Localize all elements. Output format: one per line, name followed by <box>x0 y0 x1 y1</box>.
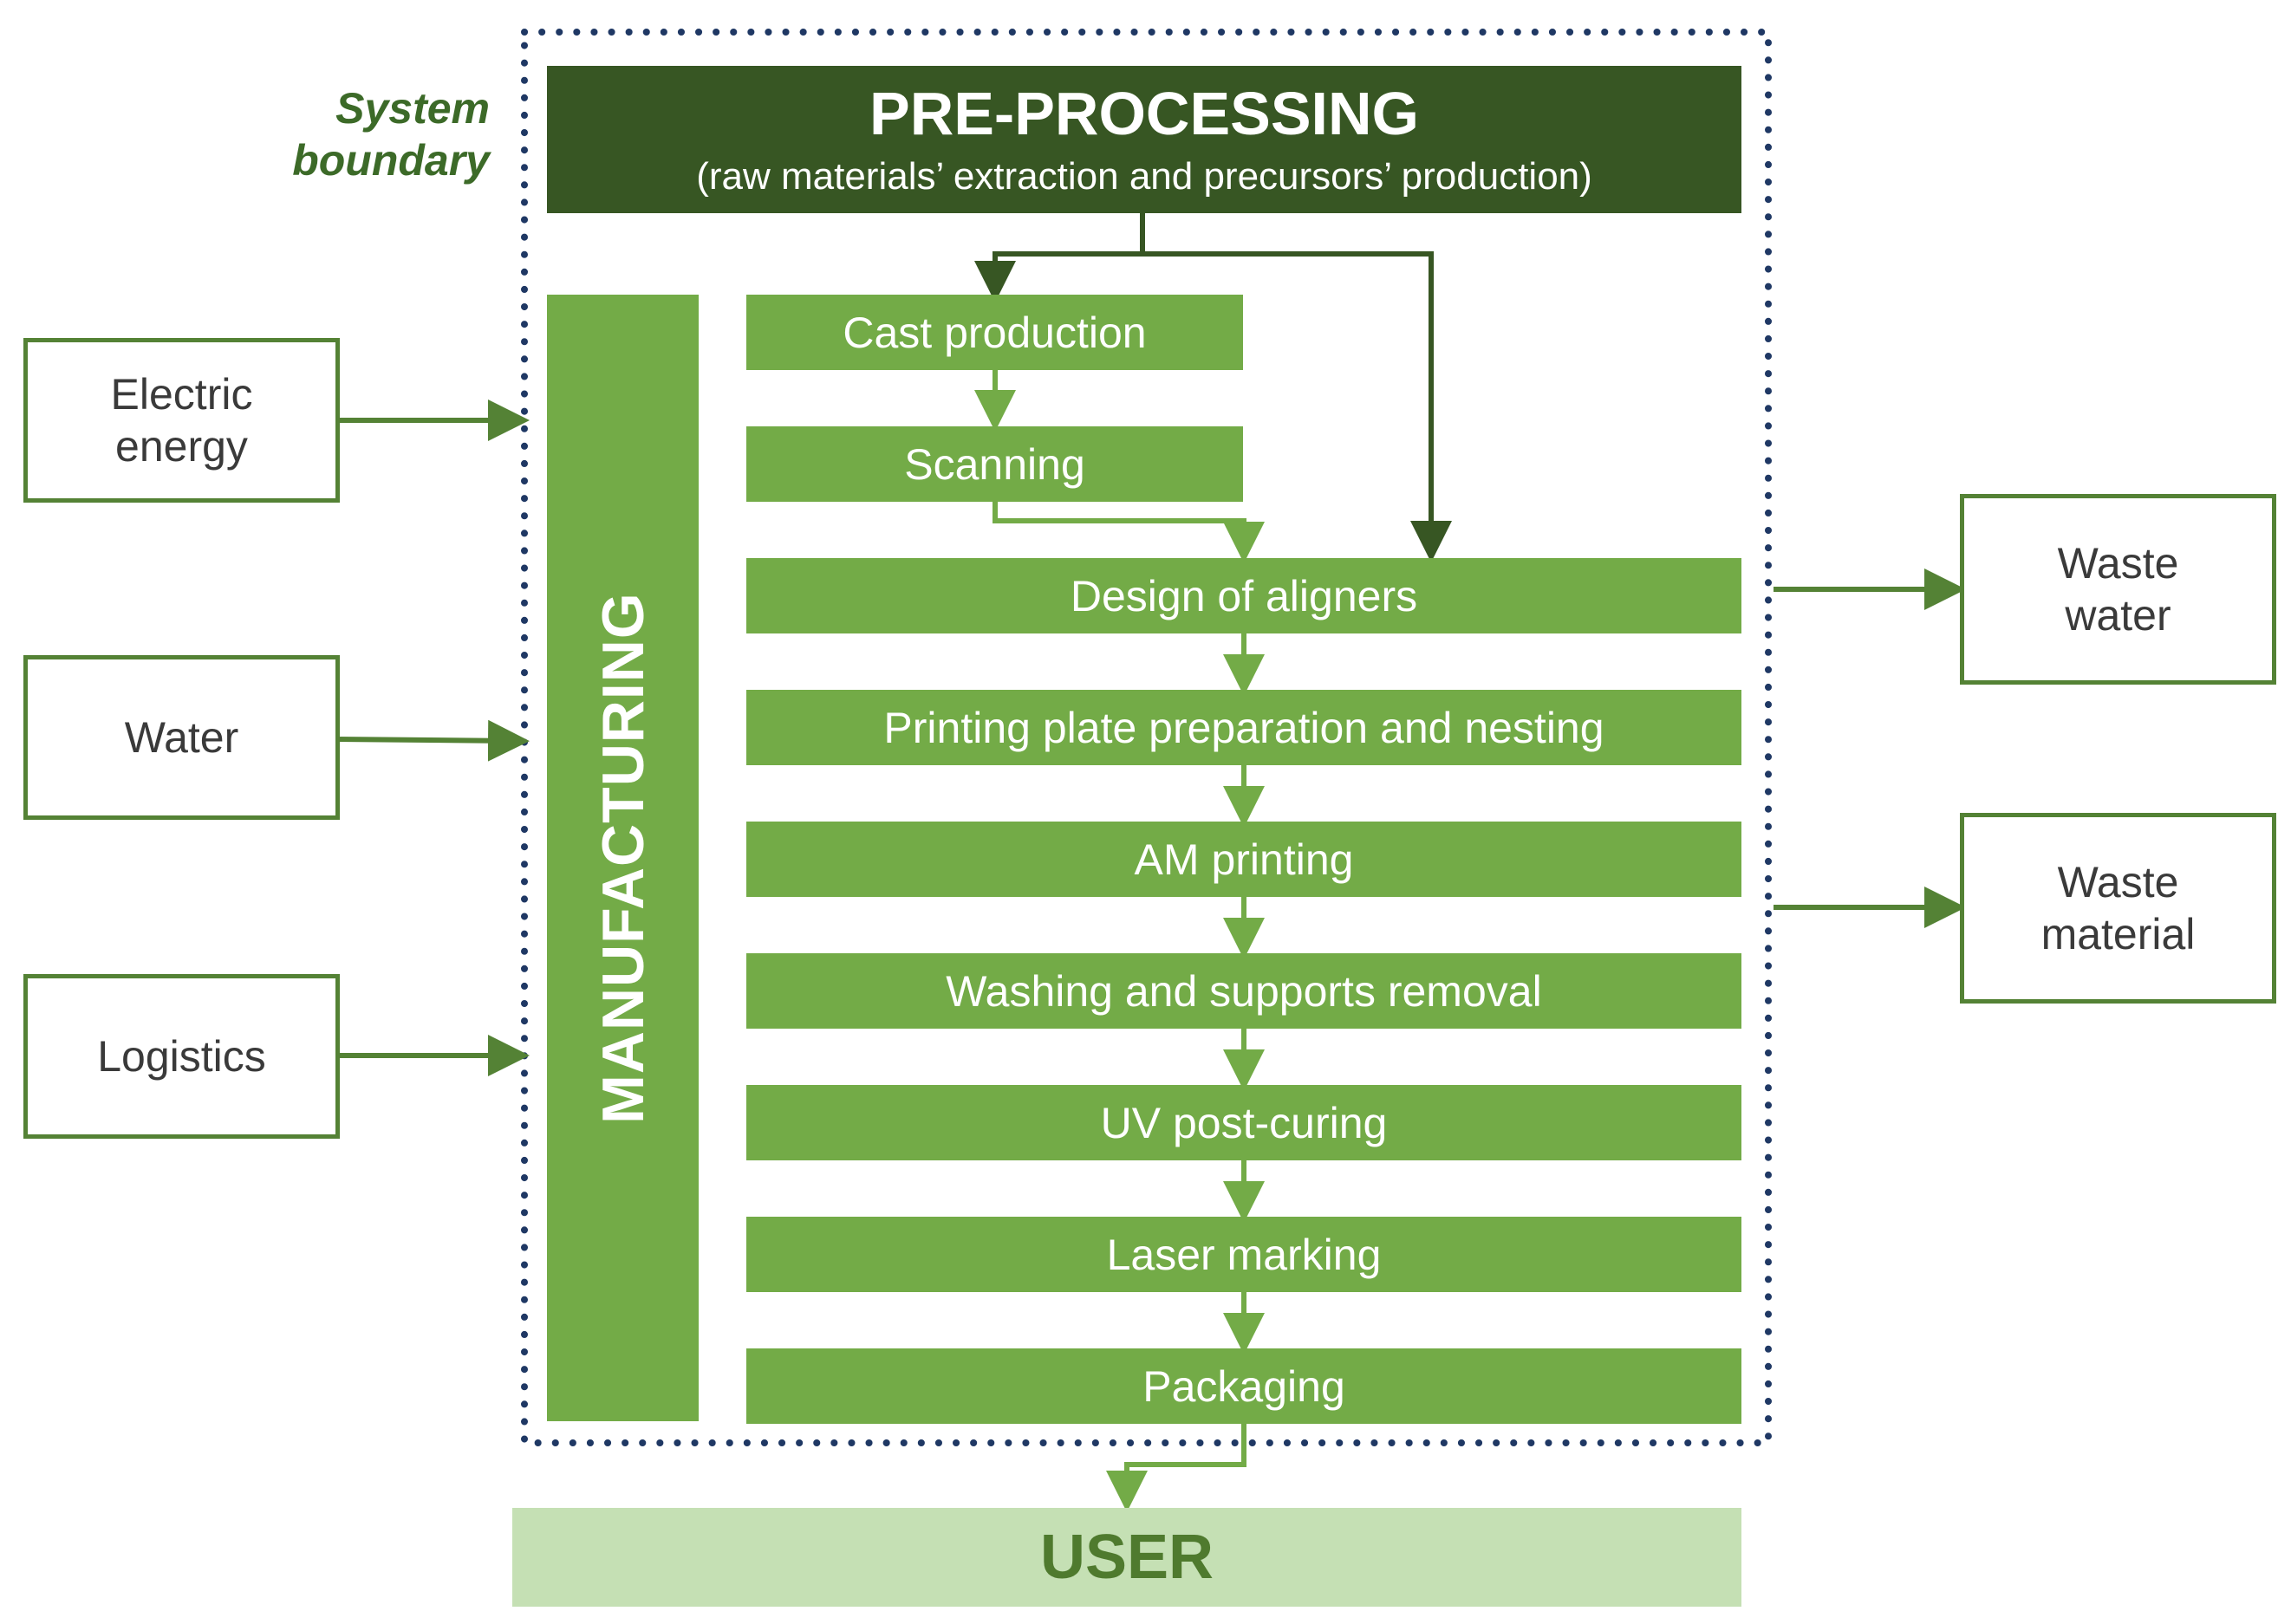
input-electric-energy: Electric energy <box>23 338 340 503</box>
input-logistics: Logistics <box>23 974 340 1139</box>
arrow-water-in <box>336 719 530 762</box>
step-laser-marking: Laser marking <box>746 1217 1741 1292</box>
input-water: Water <box>23 655 340 820</box>
step-uv-post-curing: UV post-curing <box>746 1085 1741 1160</box>
arrow-packaging-to-user <box>1106 1424 1246 1512</box>
manufacturing-label: MANUFACTURING <box>589 592 656 1124</box>
pre-processing-subtitle: (raw materials’ extraction and precursor… <box>696 155 1592 198</box>
step-packaging: Packaging <box>746 1348 1741 1424</box>
arrow-scanning-to-design <box>993 502 1265 563</box>
step-scanning: Scanning <box>746 426 1243 502</box>
step-printing-plate-preparation: Printing plate preparation and nesting <box>746 690 1741 765</box>
system-boundary-label: System boundary <box>292 84 490 185</box>
system-boundary-frame <box>521 29 1772 1446</box>
user-box: USER <box>512 1508 1741 1607</box>
pre-processing-box: PRE-PROCESSING (raw materials’ extractio… <box>547 66 1741 213</box>
output-waste-material: Waste material <box>1960 813 2276 1004</box>
step-am-printing: AM printing <box>746 822 1741 897</box>
output-waste-water: Waste water <box>1960 494 2276 685</box>
pre-processing-title: PRE-PROCESSING <box>869 80 1419 147</box>
step-cast-production: Cast production <box>746 295 1243 370</box>
step-washing-supports-removal: Washing and supports removal <box>746 953 1741 1029</box>
arrow-preproc-to-cast <box>974 213 1145 302</box>
step-design-of-aligners: Design of aligners <box>746 558 1741 633</box>
arrow-preproc-to-design <box>1142 251 1452 562</box>
manufacturing-bar: MANUFACTURING <box>547 295 699 1421</box>
user-label: USER <box>1039 1523 1214 1592</box>
